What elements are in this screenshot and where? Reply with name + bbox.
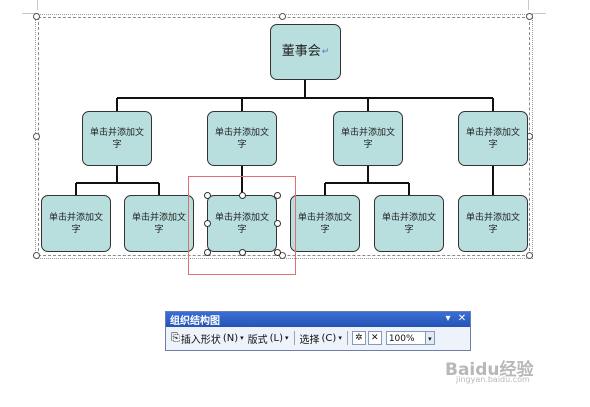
doc-margin-guide-left (37, 0, 38, 10)
org-box-label: 单击并添加文字 (465, 212, 520, 235)
toolbar-separator (346, 331, 348, 345)
toolbar-title: 组织结构图 (170, 316, 220, 327)
insert-shape-key: (N) (222, 332, 239, 344)
org-box-level2-1[interactable]: 单击并添加文字 (82, 111, 152, 166)
toolbar-row: ⎘ 插入形状 (N) ▾ 版式 (L) ▾ 选择 (C) ▾ ✲ ✕ 100% … (166, 327, 470, 349)
select-label: 选择 (299, 334, 320, 346)
insert-shape-icon: ⎘ (171, 331, 180, 344)
org-box-label: 单击并添加文字 (340, 127, 395, 150)
toolbar-title-bar[interactable]: 组织结构图 ▾ ✕ (166, 312, 470, 327)
layout-key: (L) (269, 332, 283, 344)
paragraph-mark-icon: ↵ (321, 47, 330, 57)
doc-margin-guide-right (528, 0, 529, 10)
org-box-level3-6[interactable]: 单击并添加文字 (458, 195, 528, 252)
watermark-logo: Baidu经验 (445, 360, 534, 380)
canvas-handle-bl[interactable] (33, 252, 40, 259)
select-dropdown-icon: ▾ (338, 334, 342, 342)
insert-shape-dropdown-icon: ▾ (240, 334, 244, 342)
selection-handle-bm[interactable] (239, 249, 246, 256)
selection-handle-ml[interactable] (204, 220, 211, 227)
selection-handle-tl[interactable] (204, 192, 211, 199)
toolbar-options-icon[interactable]: ▾ (445, 313, 451, 324)
org-box-level3-4[interactable]: 单击并添加文字 (290, 195, 360, 252)
org-box-label: 单击并添加文字 (89, 127, 144, 150)
text-wrapping-icon[interactable]: ✕ (367, 331, 382, 345)
selection-handle-br[interactable] (274, 249, 281, 256)
layout-label: 版式 (247, 334, 268, 346)
select-key: (C) (321, 332, 337, 344)
org-box-label: 单击并添加文字 (131, 212, 186, 235)
org-box-level2-3[interactable]: 单击并添加文字 (333, 111, 403, 166)
canvas-handle-ml[interactable] (33, 133, 40, 140)
layout-button[interactable]: 版式 (L) ▾ (246, 331, 291, 346)
insert-shape-label: 插入形状 (180, 334, 221, 346)
org-box-root-label: 董事会 (281, 44, 321, 59)
toolbar-separator (293, 331, 295, 345)
zoom-input[interactable]: 100% (385, 331, 426, 345)
select-button[interactable]: 选择 (C) ▾ (298, 331, 344, 346)
autoformat-icon[interactable]: ✲ (351, 331, 366, 345)
org-box-label: 单击并添加文字 (214, 127, 269, 150)
selection-highlight (188, 176, 296, 275)
selection-handle-tr[interactable] (274, 192, 281, 199)
selection-handle-bl[interactable] (204, 249, 211, 256)
canvas-handle-tr[interactable] (526, 13, 533, 20)
doc-margin-guide-top (22, 13, 36, 14)
org-box-level3-5[interactable]: 单击并添加文字 (374, 195, 444, 252)
org-box-label: 单击并添加文字 (297, 212, 352, 235)
canvas-handle-tm[interactable] (279, 13, 286, 20)
canvas-handle-bm[interactable] (279, 252, 286, 259)
org-box-level3-2[interactable]: 单击并添加文字 (124, 195, 194, 252)
canvas-handle-br[interactable] (526, 252, 533, 259)
org-box-label: 单击并添加文字 (48, 212, 103, 235)
doc-margin-guide-right-top (532, 13, 546, 14)
watermark-url: jingyan.baidu.com (456, 375, 530, 384)
org-box-level3-1[interactable]: 单击并添加文字 (41, 195, 111, 252)
canvas-handle-tl[interactable] (33, 13, 40, 20)
zoom-dropdown-icon[interactable]: ▾ (425, 331, 435, 345)
org-box-level2-2[interactable]: 单击并添加文字 (207, 111, 277, 166)
org-chart-toolbar: 组织结构图 ▾ ✕ ⎘ 插入形状 (N) ▾ 版式 (L) ▾ 选择 (C) ▾… (165, 311, 471, 351)
toolbar-close-icon[interactable]: ✕ (457, 313, 467, 324)
org-box-level2-4[interactable]: 单击并添加文字 (458, 111, 528, 166)
selection-handle-mr[interactable] (274, 220, 281, 227)
org-box-label: 单击并添加文字 (214, 212, 269, 235)
insert-shape-button[interactable]: ⎘ 插入形状 (N) ▾ (169, 331, 246, 346)
selection-handle-tm[interactable] (239, 192, 246, 199)
org-box-label: 单击并添加文字 (381, 212, 436, 235)
org-box-label: 单击并添加文字 (465, 127, 520, 150)
org-box-root[interactable]: 董事会↵ (270, 24, 341, 80)
layout-dropdown-icon: ▾ (285, 334, 289, 342)
